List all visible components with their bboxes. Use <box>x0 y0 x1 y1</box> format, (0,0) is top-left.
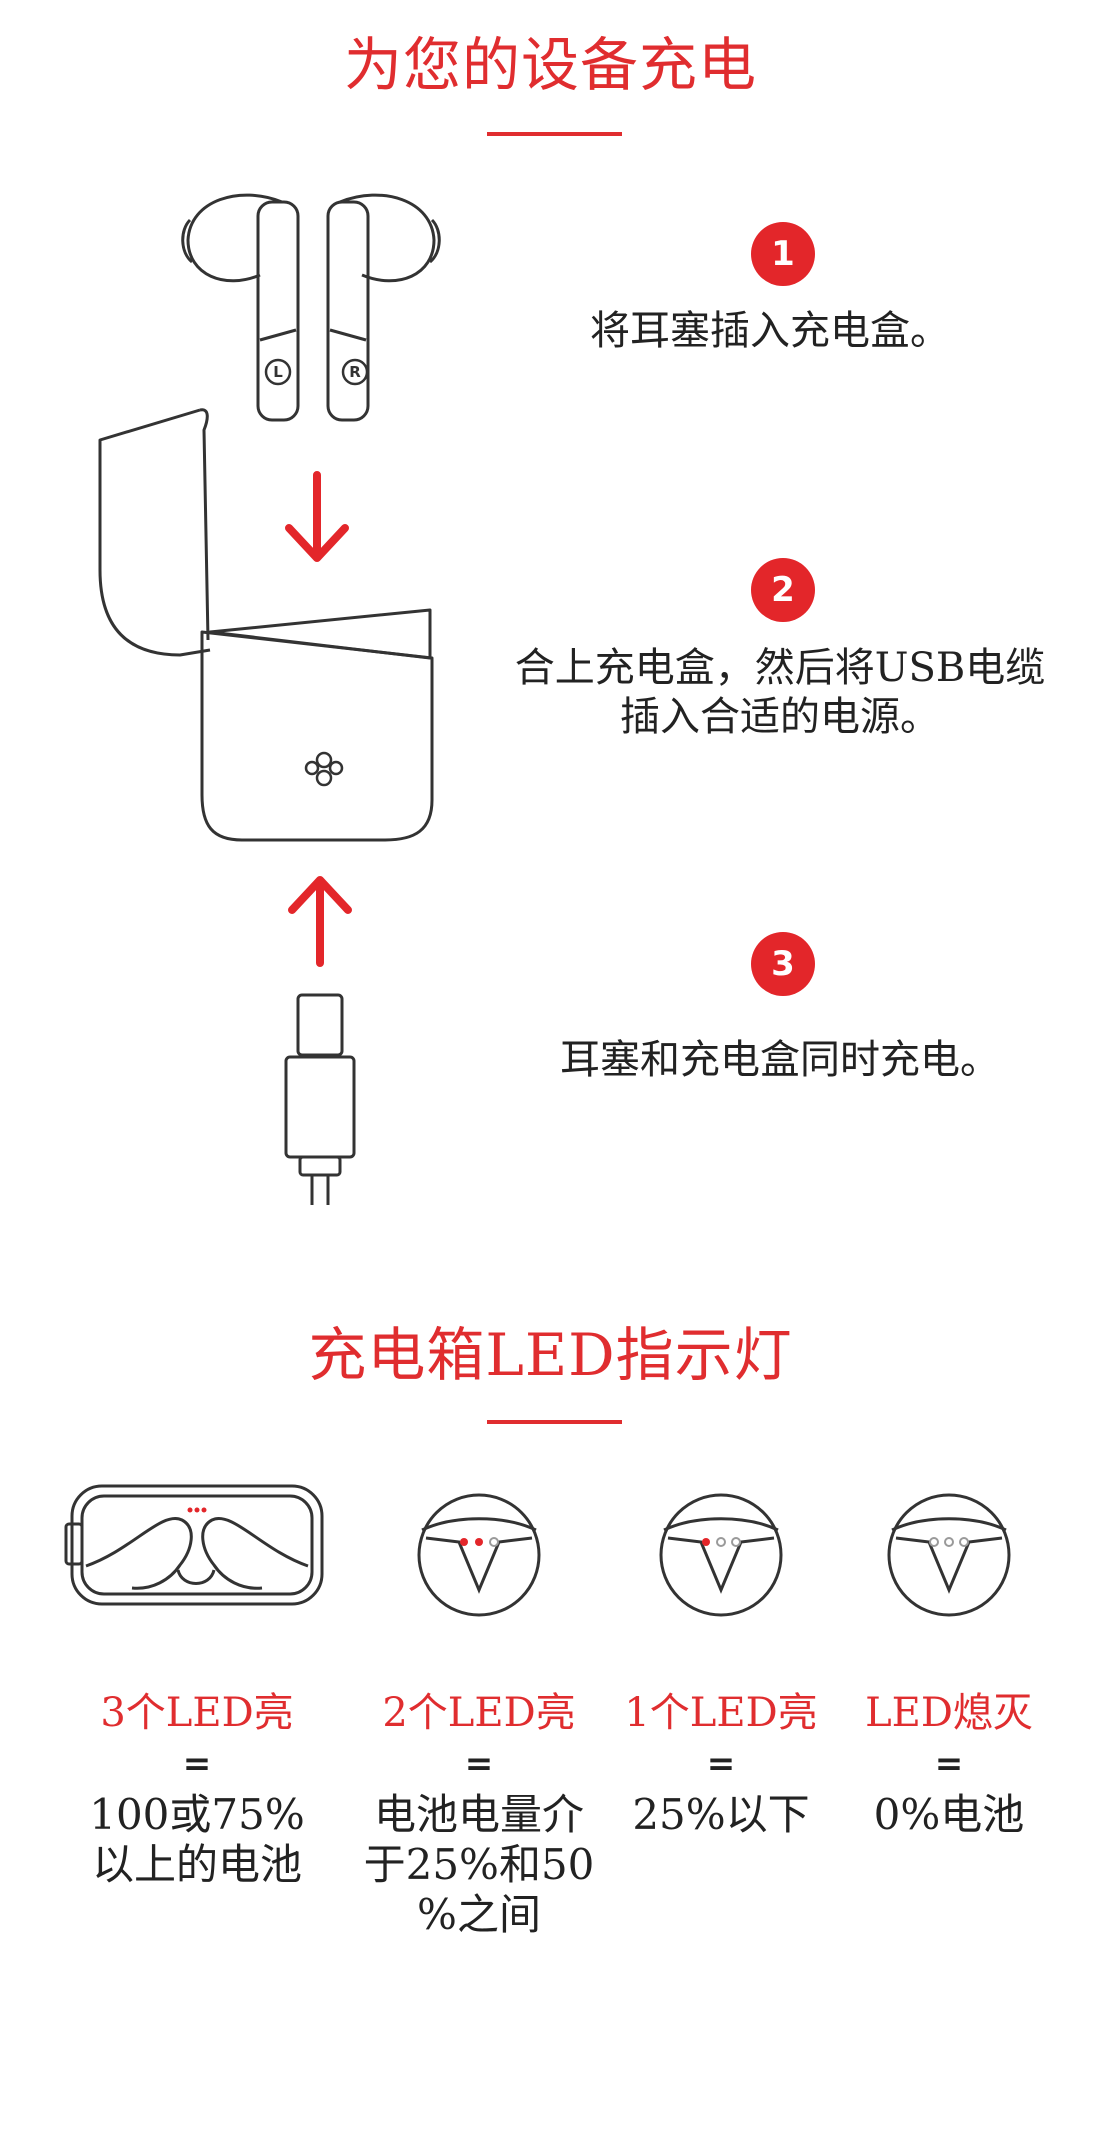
left-earbud-badge <box>264 358 292 386</box>
arrow-up-icon <box>288 876 352 967</box>
right-earbud-badge <box>341 358 369 386</box>
led-3-label: 3个LED亮 <box>100 1690 294 1736</box>
led-1-label: 1个LED亮 <box>624 1690 818 1736</box>
left-earbud-mark: L <box>273 363 283 381</box>
step-1-badge: 1 <box>751 222 815 286</box>
led-off-desc-line1: 0%电池 <box>873 1790 1025 1839</box>
step-2-badge: 2 <box>751 558 815 622</box>
led-2-desc-line1: 电池电量介 <box>373 1790 584 1839</box>
step-1-text: 将耳塞插入充电盒。 <box>590 308 950 354</box>
led-2-label: 2个LED亮 <box>382 1690 576 1736</box>
section-title-led: 充电箱LED指示灯 <box>308 1321 793 1389</box>
led-3-desc-line1: 100或75% <box>89 1790 305 1839</box>
led-one-icon <box>659 1493 783 1617</box>
led-off-equals: = <box>934 1744 964 1784</box>
usb-cable-illustration <box>284 993 356 1205</box>
step-3-badge: 3 <box>751 932 815 996</box>
right-earbud-mark: R <box>349 363 361 381</box>
led-1-desc-line1: 25%以下 <box>632 1790 810 1839</box>
step-2-text-line1: 合上充电盒，然后将USB电缆 <box>514 645 1046 691</box>
arrow-down-icon <box>285 471 349 562</box>
step-3-text: 耳塞和充电盒同时充电。 <box>560 1037 1000 1083</box>
led-title-underline <box>487 1420 622 1424</box>
led-2-desc-line3: %之间 <box>417 1890 541 1939</box>
led-off-label: LED熄灭 <box>865 1690 1033 1736</box>
section-title-charging: 为您的设备充电 <box>343 31 757 99</box>
earbuds-illustration <box>181 193 441 422</box>
led-two-icon <box>417 1493 541 1617</box>
led-1-equals: = <box>706 1744 736 1784</box>
led-3-equals: = <box>182 1744 212 1784</box>
step-2-text-line2: 插入合适的电源。 <box>620 694 940 740</box>
led-3-desc-line2: 以上的电池 <box>91 1840 302 1889</box>
led-off-icon <box>887 1493 1011 1617</box>
charging-case-illustration <box>98 408 434 842</box>
led-2-desc-line2: 于25%和50 <box>363 1840 595 1889</box>
led-2-equals: = <box>464 1744 494 1784</box>
title-underline <box>487 132 622 136</box>
case-top-view-icon <box>64 1484 324 1606</box>
